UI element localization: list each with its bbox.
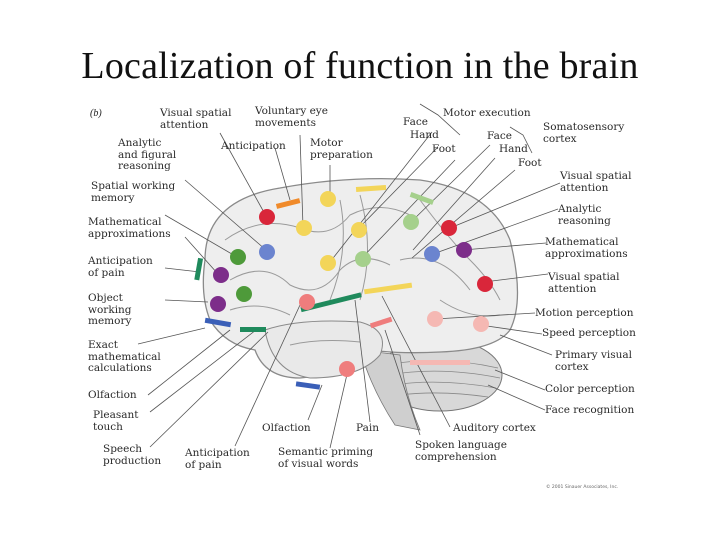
label-semantic-priming: Semantic priming of visual words [278, 446, 374, 470]
label-spatial-working-memory: Spatial working memory [91, 180, 176, 204]
label-somato-hand: Hand [499, 143, 528, 155]
strip-blue-bottom [295, 381, 321, 390]
label-analytic-reasoning: Analytic reasoning [558, 203, 611, 227]
dot-pink-1 [427, 311, 443, 327]
label-motor-execution: Motor execution [443, 107, 531, 119]
dot-purple-3 [456, 242, 472, 258]
strip-green-left [194, 257, 204, 281]
dot-red-3 [477, 276, 493, 292]
label-speed-perception: Speed perception [542, 327, 636, 339]
dot-blue-1 [259, 244, 275, 260]
label-face-recognition: Face recognition [545, 404, 635, 416]
label-somato-foot: Foot [518, 157, 542, 169]
strip-yellow-sylvian [363, 282, 413, 295]
dot-yellow-3 [351, 222, 367, 238]
label-motion-perception: Motion perception [535, 307, 634, 319]
dot-pink-2 [473, 316, 489, 332]
dot-blue-2 [424, 246, 440, 262]
page-title: Localization of function in the brain [81, 45, 639, 87]
dot-purple-1 [213, 267, 229, 283]
label-pain: Pain [356, 422, 379, 434]
gyri [224, 194, 501, 346]
label-olfaction-left: Olfaction [88, 389, 137, 401]
strip-green-bottom-left [240, 327, 266, 332]
label-speech-production: Speech production [103, 443, 162, 467]
region-strips [194, 184, 470, 390]
strip-blue-left [204, 317, 232, 328]
label-somatosensory-cortex: Somatosensory cortex [543, 121, 625, 145]
label-primary-visual-cortex: Primary visual cortex [555, 349, 633, 373]
label-motor-hand: Hand [410, 129, 439, 141]
dot-purple-2 [210, 296, 226, 312]
brainstem [359, 349, 421, 431]
label-visual-spatial-attention-top: Visual spatial attention [160, 107, 232, 131]
label-somato-face: Face [487, 130, 512, 142]
label-pleasant-touch: Pleasant touch [93, 409, 139, 433]
dot-yellow-4 [320, 255, 336, 271]
label-anticipation-of-pain-left: Anticipation of pain [88, 255, 153, 279]
label-spoken-language-comprehension: Spoken language comprehension [415, 439, 507, 463]
label-auditory-cortex: Auditory cortex [453, 422, 536, 434]
strip-salmon [369, 316, 393, 329]
label-exact-mathematical-calculations: Exact mathematical calculations [88, 339, 161, 374]
region-dots [210, 191, 493, 377]
strip-pink-bottom [410, 360, 470, 365]
label-anticipation-top: Anticipation [221, 140, 286, 152]
dot-salmon-2 [339, 361, 355, 377]
dot-green-2 [236, 286, 252, 302]
label-motor-preparation: Motor preparation [310, 137, 373, 161]
strip-yellow-top [355, 184, 387, 193]
strip-orange [275, 198, 301, 209]
dot-red-1 [259, 209, 275, 225]
label-visual-spatial-attention-right-2: Visual spatial attention [548, 271, 620, 295]
label-anticipation-of-pain-bottom: Anticipation of pain [185, 447, 250, 471]
label-analytic-figural-reasoning: Analytic and figural reasoning [118, 137, 177, 172]
label-mathematical-approximations-left: Mathematical approximations [88, 216, 171, 240]
label-motor-foot: Foot [432, 143, 456, 155]
dot-lightgreen-1 [403, 214, 419, 230]
copyright-notice: © 2001 Sinauer Associates, Inc. [546, 485, 619, 490]
dot-salmon-1 [299, 294, 315, 310]
label-color-perception: Color perception [545, 383, 635, 395]
label-mathematical-approximations-right: Mathematical approximations [545, 236, 628, 260]
dot-green-1 [230, 249, 246, 265]
leader-lines [137, 103, 561, 449]
label-motor-face: Face [403, 116, 428, 128]
dot-yellow-1 [296, 220, 312, 236]
label-voluntary-eye-movements: Voluntary eye movements [255, 105, 328, 129]
strip-green-sylvian [300, 292, 362, 313]
dot-red-2 [441, 220, 457, 236]
dot-lightgreen-2 [355, 251, 371, 267]
label-olfaction-bottom: Olfaction [262, 422, 311, 434]
dot-yellow-2 [320, 191, 336, 207]
label-object-working-memory: Object working memory [88, 292, 132, 327]
panel-label: (b) [90, 108, 102, 119]
label-visual-spatial-attention-right-1: Visual spatial attention [560, 170, 632, 194]
strip-lightgreen-top [409, 192, 434, 205]
temporal-lobe [264, 320, 383, 379]
